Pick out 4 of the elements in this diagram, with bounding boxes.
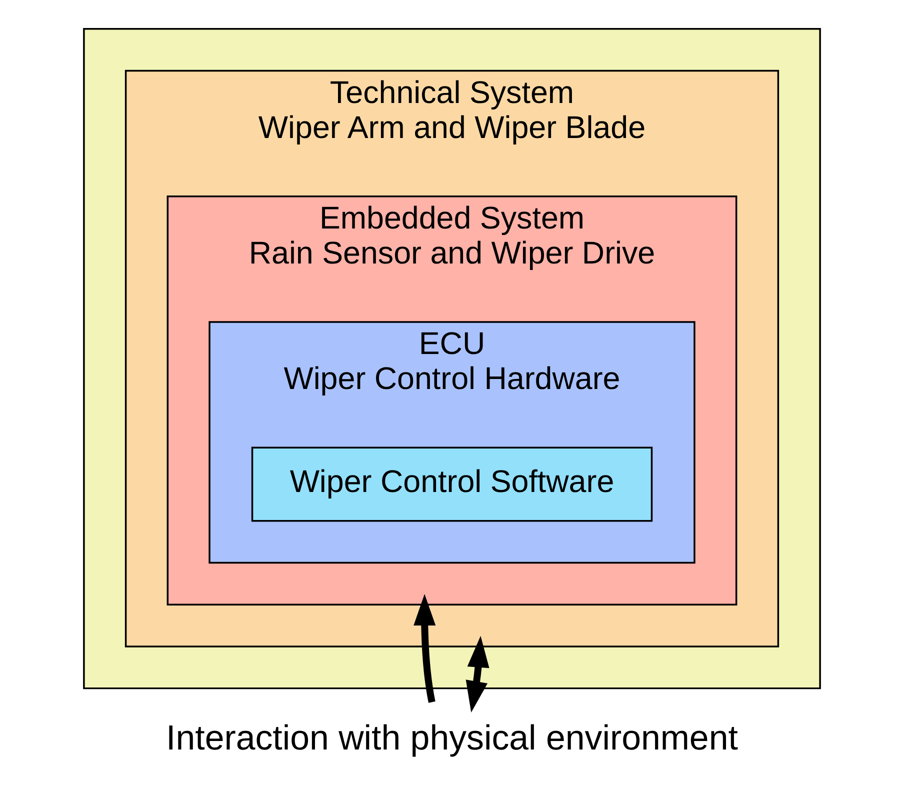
node-text: Interaction with physical environment xyxy=(166,718,738,758)
node-box: Wiper Control Software xyxy=(250,446,652,522)
cluster xyxy=(82,28,820,690)
arrow xyxy=(465,636,489,713)
